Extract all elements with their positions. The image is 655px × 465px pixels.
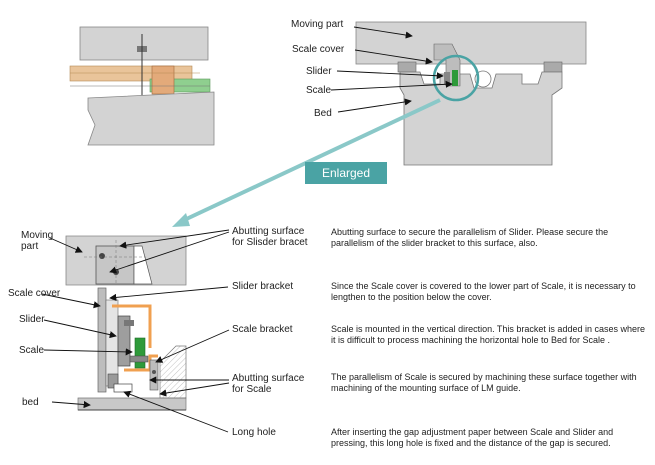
label-detail-moving-part-1: Moving [21, 230, 54, 241]
desc-long-hole: After inserting the gap adjustment paper… [331, 427, 614, 448]
label-bed: Bed [314, 108, 332, 119]
detail-long-hole [113, 383, 133, 393]
label-moving-part: Moving part [291, 19, 344, 30]
side-bed [87, 91, 215, 146]
label-long-hole: Long hole [232, 427, 276, 438]
label-slider: Slider [306, 66, 332, 77]
desc-abutting-slider: Abutting surface to secure the paralleli… [331, 227, 609, 248]
label-abutting-scale-1: Abutting surface [232, 373, 305, 384]
label-abutting-slider-2: for Slisder bracet [232, 237, 308, 248]
label-detail-moving-part-2: part [21, 241, 39, 252]
desc-scale-bracket: Scale is mounted in the vertical directi… [331, 324, 645, 345]
detail-slider-bracket [112, 304, 152, 348]
detail-scale [134, 337, 146, 369]
desc-abutting-scale: The parallelism of Scale is secured by m… [331, 372, 637, 393]
detail-slider-bracket-top [95, 245, 135, 285]
detail-scale-cover [97, 287, 107, 393]
label-detail-slider: Slider [19, 314, 45, 325]
side-view [69, 26, 215, 146]
label-detail-bed: bed [22, 397, 39, 408]
front-view [355, 21, 587, 166]
label-scale-bracket: Scale bracket [232, 324, 293, 335]
desc-slider-bracket: Since the Scale cover is covered to the … [331, 281, 636, 302]
side-block [151, 65, 175, 95]
label-scale-cover: Scale cover [292, 44, 345, 55]
label-slider-bracket: Slider bracket [232, 281, 294, 292]
enlarge-circle [432, 54, 480, 102]
enlarged-arrow [179, 98, 441, 224]
label-abutting-scale-2: for Scale [232, 384, 272, 395]
label-detail-scale: Scale [19, 345, 45, 356]
detail-view [65, 235, 187, 411]
side-moving-part [79, 26, 209, 61]
enlarged-badge: Enlarged [305, 162, 387, 184]
detail-bed [77, 397, 187, 411]
label-detail-scale-cover: Scale cover [8, 288, 61, 299]
label-abutting-slider-1: Abutting surface [232, 226, 305, 237]
front-moving-part [355, 21, 587, 65]
label-scale: Scale [306, 85, 332, 96]
